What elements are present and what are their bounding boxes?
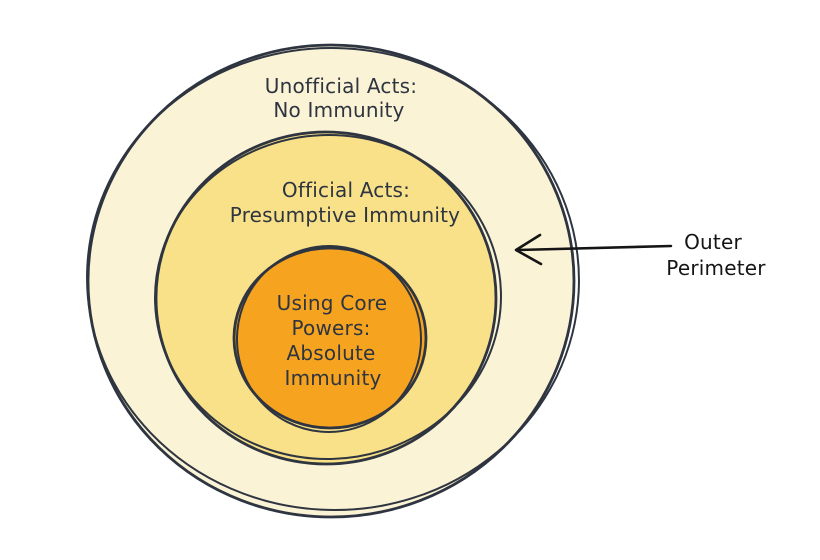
outer-circle-label-line2: No Immunity — [273, 98, 404, 122]
outer-perimeter-annotation: Outer Perimeter — [514, 230, 766, 280]
outer-circle-sketch-stroke — [86, 46, 580, 512]
inner-circle-label-line1: Using Core — [277, 291, 388, 315]
inner-circle-label-line2: Powers: — [291, 316, 370, 340]
inner-circle-label-line4: Immunity — [284, 366, 381, 390]
arrow-shaft — [516, 244, 673, 252]
outer-circle-label-line1: Unofficial Acts: — [265, 74, 417, 98]
middle-circle-sketch-stroke — [154, 133, 502, 461]
outer-perimeter-label-line2: Perimeter — [666, 256, 766, 280]
arrow-head-icon — [514, 233, 543, 266]
inner-circle — [232, 246, 428, 430]
middle-circle-label-line2: Presumptive Immunity — [230, 203, 460, 227]
middle-circle-label-line1: Official Acts: — [282, 178, 410, 202]
outer-perimeter-label-line1: Outer — [684, 230, 742, 254]
inner-circle-group: Using Core Powers: Absolute Immunity — [232, 245, 428, 433]
inner-circle-label-line3: Absolute — [286, 341, 375, 365]
inner-circle-sketch-stroke — [235, 245, 423, 433]
